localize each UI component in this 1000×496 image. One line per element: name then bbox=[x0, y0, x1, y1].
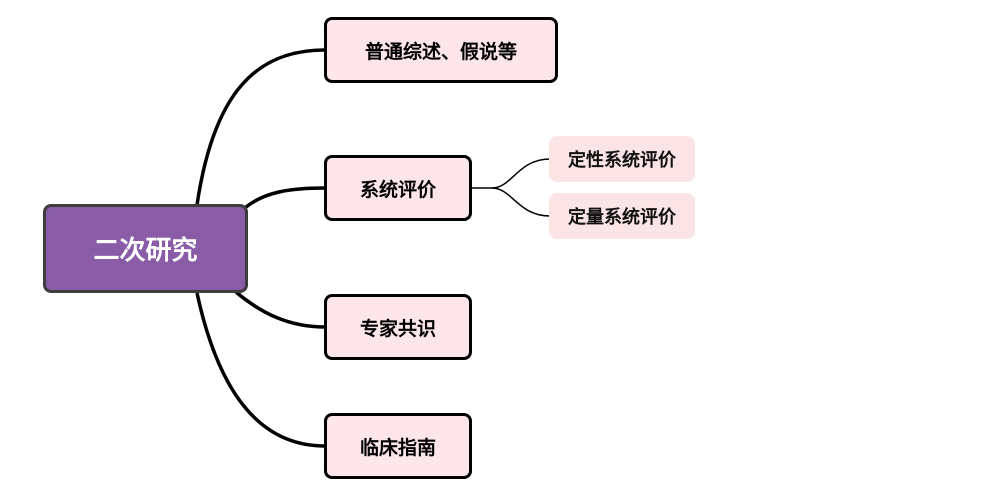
branch-node-general-review[interactable]: 普通综述、假说等 bbox=[324, 17, 558, 83]
leaf-label: 定性系统评价 bbox=[568, 150, 676, 171]
root-node[interactable]: 二次研究 bbox=[43, 204, 248, 293]
branch-label: 临床指南 bbox=[359, 436, 436, 459]
branch-label: 系统评价 bbox=[359, 178, 436, 201]
connector-root-to-branch-3 bbox=[195, 292, 326, 448]
leaf-label: 定量系统评价 bbox=[568, 207, 676, 228]
branch-node-systematic-review[interactable]: 系统评价 bbox=[324, 155, 472, 221]
branch-label: 专家共识 bbox=[359, 317, 436, 340]
branch-node-expert-consensus[interactable]: 专家共识 bbox=[324, 294, 472, 360]
connector-root-to-branch-0 bbox=[195, 48, 326, 206]
root-label: 二次研究 bbox=[93, 236, 198, 266]
connector-to-leaf-0 bbox=[491, 158, 551, 189]
leaf-node-qualitative-review[interactable]: 定性系统评价 bbox=[549, 136, 695, 182]
connector-root-to-branch-2 bbox=[234, 290, 326, 329]
connector-root-to-branch-1 bbox=[244, 186, 326, 209]
branch-label: 普通综述、假说等 bbox=[364, 40, 517, 63]
leaf-node-quantitative-review[interactable]: 定量系统评价 bbox=[549, 193, 695, 239]
branch-node-clinical-guideline[interactable]: 临床指南 bbox=[324, 413, 472, 479]
connector-to-leaf-1 bbox=[491, 187, 551, 217]
